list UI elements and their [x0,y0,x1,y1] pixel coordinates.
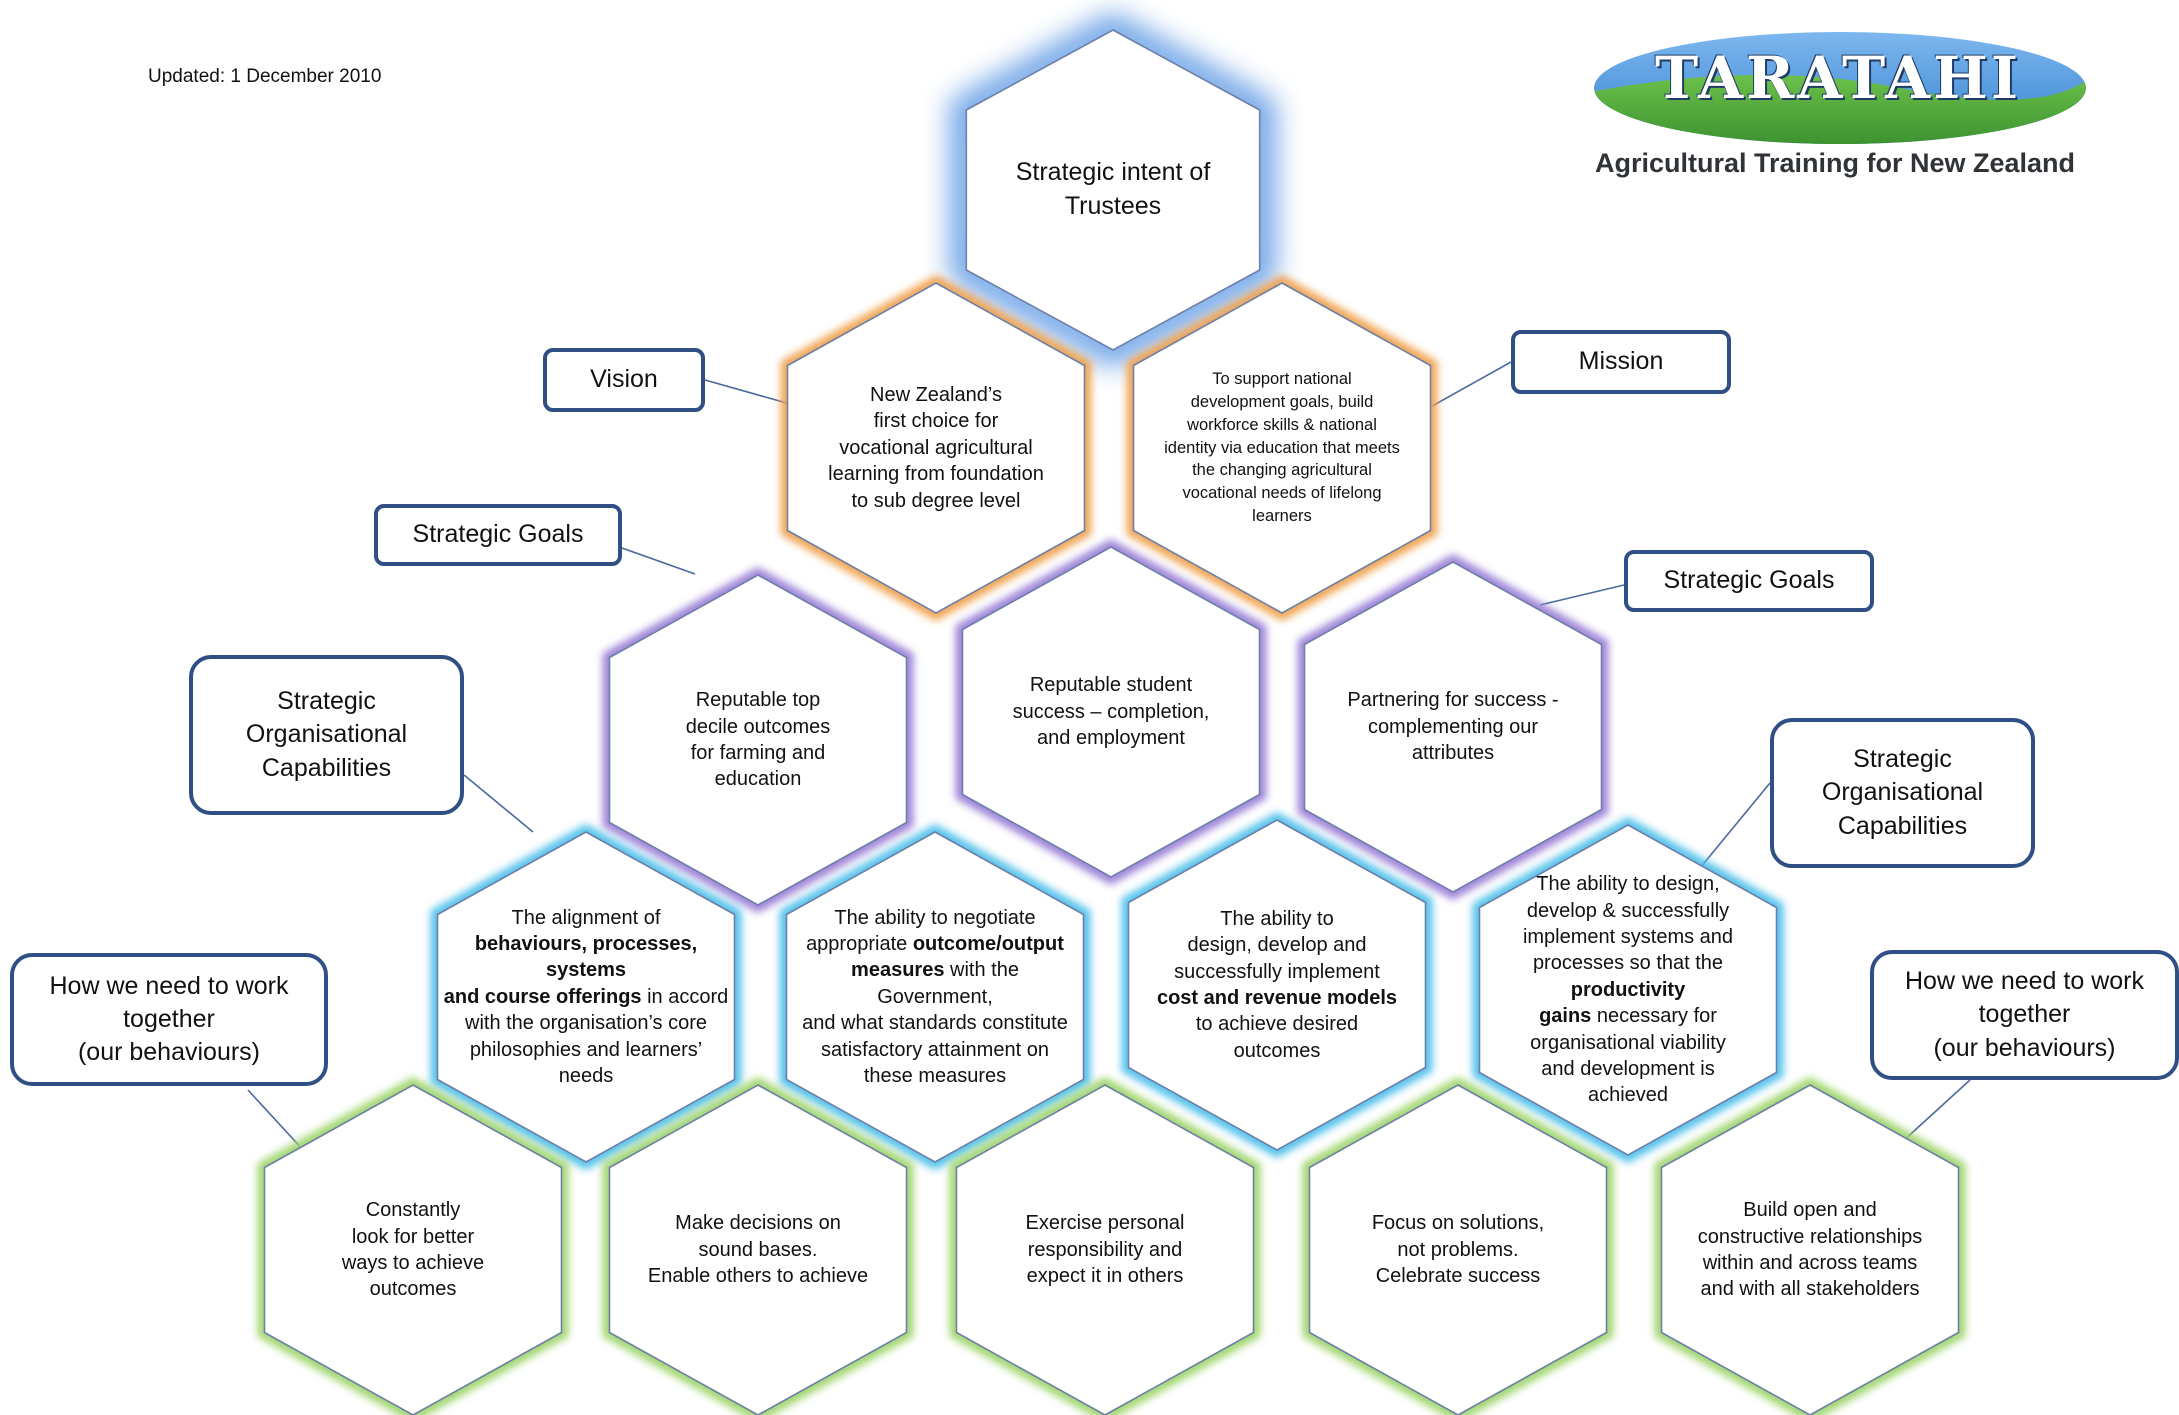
bold-phrase: outcome/output measures [851,933,1064,982]
hexagon-capability-4 [1472,816,1784,1164]
hexagon-behaviour-3 [949,1076,1261,1415]
hexagon-goal-3 [1297,553,1609,901]
text-run: The ability to negotiate appropriate [806,906,1036,956]
connector-line [704,379,791,405]
hex-text-capability-3: The ability to design, develop and succe… [1142,840,1412,1130]
label-goals-right: Strategic Goals [1624,550,1874,612]
hexagon-capability-2 [779,823,1091,1171]
hexagon-outline [436,831,736,1163]
hex-text-behaviour-2: Make decisions on sound bases. Enable ot… [647,1212,869,1288]
connector-line [1539,584,1625,606]
connector-line [463,774,534,833]
text-run: The ability to design, develop & success… [1522,873,1734,975]
hex-text-behaviour-4: Focus on solutions, not problems. Celebr… [1371,1212,1545,1288]
hexagon-outline [786,282,1086,614]
label-mission: Mission [1511,330,1731,394]
hexagon-outline [1478,824,1778,1156]
logo-tagline: Agricultural Training for New Zealand [1594,148,2076,178]
logo-wordmark: TARATAHI [1655,44,2021,112]
hexagon-outline [1308,1084,1608,1415]
text-run: The alignment of [511,906,661,929]
hexagon-mission [1126,274,1438,622]
updated-date: Updated: 1 December 2010 [148,66,382,87]
hexagon-outline [785,831,1085,1163]
text-run: with the Government, and what standards … [802,959,1068,1087]
hex-text-mission: To support national development goals, b… [1164,370,1400,525]
hexagon-behaviour-1 [257,1076,569,1415]
text-run: necessary for organisational viability a… [1530,1005,1726,1107]
hexagon-outline [608,1084,908,1415]
hex-text-top: Strategic intent of Trustees [1015,158,1211,220]
taratahi-logo [1594,32,2086,144]
hexagon-outline [1132,282,1432,614]
hex-text-capability-4: The ability to design, develop & success… [1478,845,1778,1135]
label-capabilities-left: Strategic Organisational Capabilities [189,655,464,815]
text-run: The ability to design, develop and succe… [1174,907,1380,983]
hexagon-vision [780,274,1092,622]
hex-text-behaviour-5: Build open and constructive relationship… [1697,1199,1923,1301]
bold-phrase: productivity gains [1539,978,1686,1028]
hexagon-outline [263,1084,563,1415]
text-run: in accord with the organisation’s core p… [465,985,729,1087]
hex-text-goal-2: Reputable student success – completion, … [1012,674,1210,750]
connector-line [1901,1079,1971,1143]
hex-text-capability-2: The ability to negotiate appropriate out… [790,852,1080,1142]
hexagon-top [951,12,1275,368]
label-behaviours-right: How we need to work together (our behavi… [1870,950,2179,1080]
connector-line [621,547,696,575]
hexagon-outline [1303,561,1603,893]
hexagon-outline [1660,1084,1960,1415]
hex-text-goal-1: Reputable top decile outcomes for farmin… [685,689,831,791]
hexagon-goal-2 [955,538,1267,886]
hexagon-behaviour-4 [1302,1076,1614,1415]
bold-phrase: cost and revenue models [1156,987,1398,1009]
hexagon-outline [1127,819,1427,1151]
label-vision: Vision [543,348,705,412]
hex-text-behaviour-3: Exercise personal responsibility and exp… [1025,1212,1185,1288]
hex-text-capability-1: The alignment of behaviours, processes, … [441,852,731,1142]
hexagon-outline [608,574,908,906]
connector-line [247,1089,306,1153]
hexagon-behaviour-2 [602,1076,914,1415]
label-goals-left: Strategic Goals [374,504,622,566]
bold-phrase: behaviours, processes, systems and cours… [443,933,698,1008]
connector-line [1424,361,1512,411]
text-run: to achieve desired outcomes [1195,1013,1359,1062]
hexagon-outline [965,29,1261,351]
hex-text-behaviour-1: Constantly look for better ways to achie… [341,1199,485,1301]
hex-text-goal-3: Partnering for success - complementing o… [1347,689,1559,765]
connector-line [1699,782,1771,869]
hex-text-vision: New Zealand’s first choice for vocationa… [828,384,1044,512]
hexagon-capability-1 [430,823,742,1171]
hexagon-capability-3 [1121,811,1433,1159]
label-behaviours-left: How we need to work together (our behavi… [10,953,328,1086]
hexagon-behaviour-5 [1654,1076,1966,1415]
label-capabilities-right: Strategic Organisational Capabilities [1770,718,2035,868]
hexagon-goal-1 [602,566,914,914]
hexagon-outline [955,1084,1255,1415]
hexagon-outline [961,546,1261,878]
